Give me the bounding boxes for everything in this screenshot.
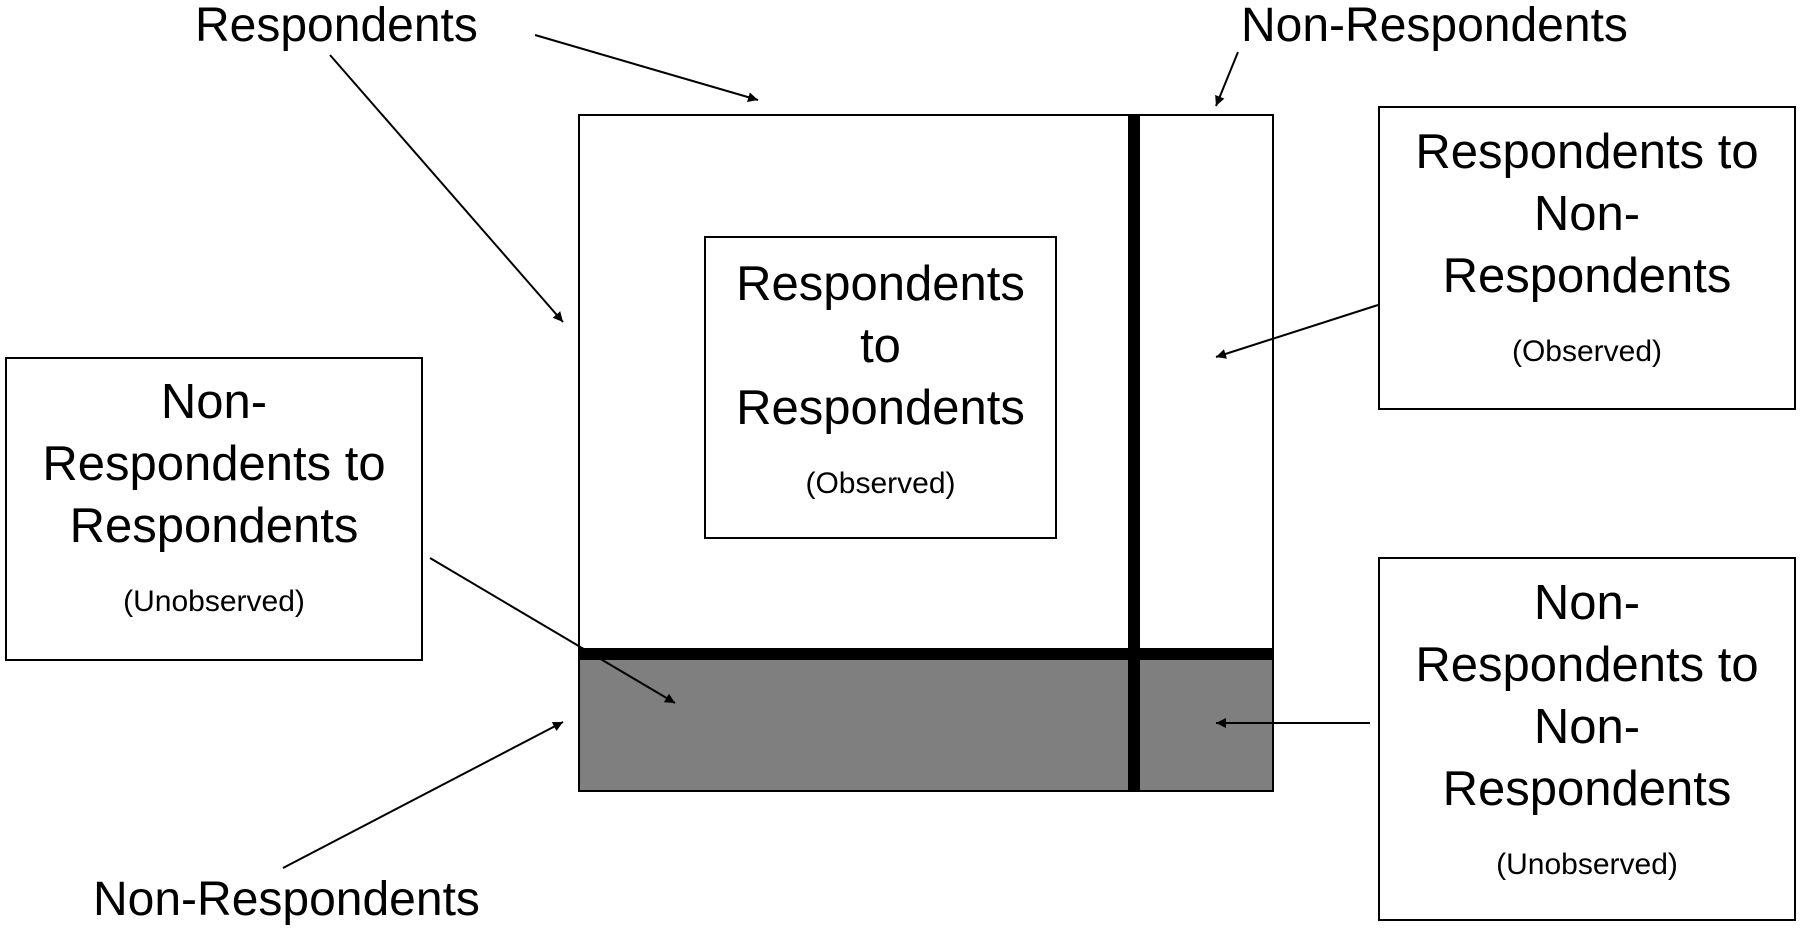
box-status: (Unobserved) bbox=[1496, 848, 1678, 881]
box-status: (Observed) bbox=[805, 467, 956, 500]
arrow-to-top-right-cell bbox=[1215, 304, 1379, 359]
box-line: Non- bbox=[1533, 187, 1641, 241]
box-line: Non- bbox=[160, 375, 268, 429]
non-respondents-top-label: Non-Respondents bbox=[1241, 0, 1628, 52]
respondents-top-label: Respondents bbox=[195, 0, 478, 52]
arrow-non-respondents-bottom bbox=[282, 721, 564, 869]
box-line: Respondents to bbox=[1415, 638, 1759, 692]
box-line: Respondents to bbox=[1415, 125, 1759, 179]
box-respondents-to-non-respondents: Respondents to Non- Respondents (Observe… bbox=[1378, 106, 1796, 410]
box-respondents-to-respondents: Respondents to Respondents (Observed) bbox=[704, 236, 1057, 539]
box-line: Respondents bbox=[69, 499, 359, 553]
arrow-to-bottom-left-cell bbox=[429, 557, 676, 704]
matrix-square bbox=[578, 114, 1274, 792]
non-respondents-bottom-label: Non-Respondents bbox=[93, 873, 480, 926]
box-line: Respondents bbox=[736, 257, 1025, 311]
box-line: Respondents to bbox=[42, 437, 386, 491]
box-line: Respondents bbox=[1442, 762, 1732, 816]
box-non-respondents-to-respondents: Non- Respondents to Respondents (Unobser… bbox=[5, 357, 423, 661]
unobserved-region bbox=[579, 654, 1273, 791]
box-line: Non- bbox=[1533, 576, 1641, 630]
arrow-respondents-top bbox=[534, 34, 759, 103]
arrow-non-respondents-top bbox=[1215, 51, 1239, 107]
box-status: (Unobserved) bbox=[123, 585, 305, 618]
arrow-respondents-left bbox=[329, 54, 564, 323]
box-status: (Observed) bbox=[1511, 335, 1663, 368]
box-line: Respondents bbox=[1442, 249, 1732, 303]
box-line: to bbox=[860, 319, 901, 373]
box-non-respondents-to-non-respondents: Non- Respondents to Non- Respondents (Un… bbox=[1378, 557, 1796, 921]
box-line: Non- bbox=[1533, 700, 1641, 754]
box-line: Respondents bbox=[736, 381, 1025, 435]
